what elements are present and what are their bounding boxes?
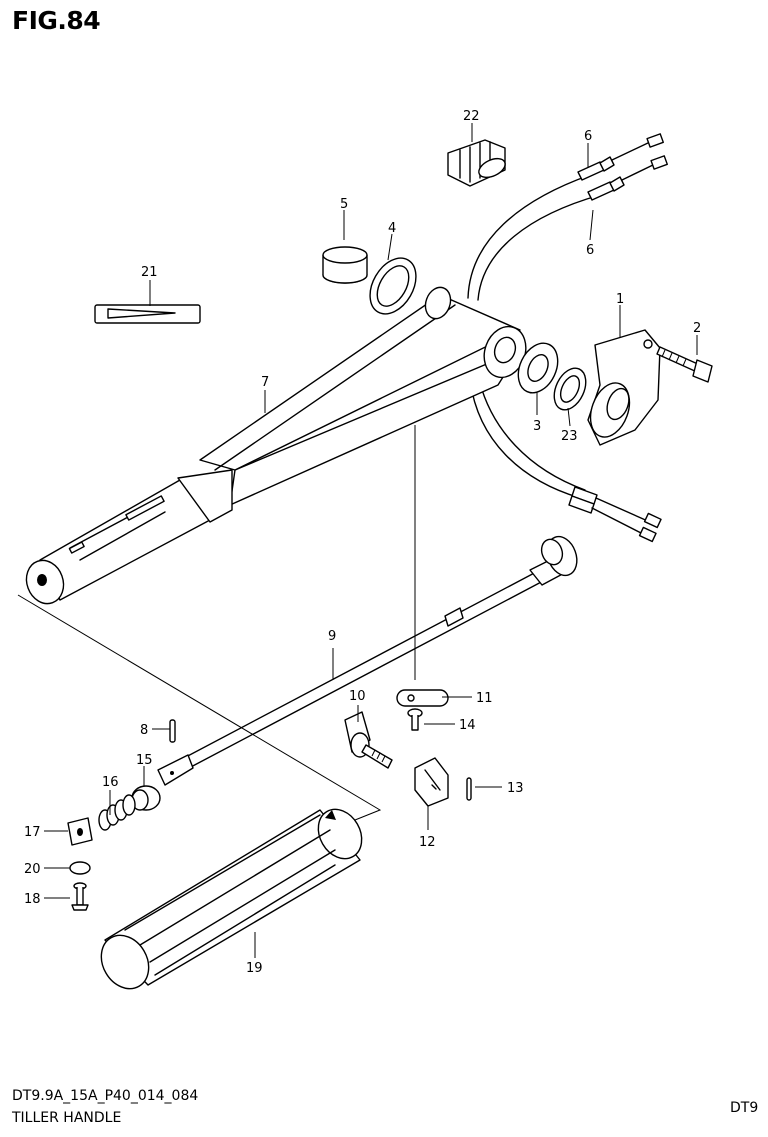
pin-part-13 [466,777,472,801]
callout-10: 10 [349,689,366,704]
callout-12: 12 [419,835,436,850]
callout-4: 4 [388,221,396,236]
callout-1: 1 [616,292,624,307]
callout-9: 9 [328,629,336,644]
callout-21: 21 [141,265,158,280]
model-code: DT9 [730,1100,759,1116]
callout-13: 13 [507,781,524,796]
callout-20: 20 [24,862,41,877]
callout-18: 18 [24,892,41,907]
washer-part-23 [553,367,587,411]
callout-19: 19 [246,961,263,976]
callout-3: 3 [533,419,541,434]
callout-leaders [44,123,698,958]
callout-15: 15 [136,753,153,768]
plate-part [396,689,449,707]
washer-part [369,257,417,315]
figure-title: FIG.84 [12,6,101,35]
callout-14: 14 [459,718,476,733]
callout-6-top: 6 [584,129,592,144]
screw-part-18 [71,882,89,911]
throttle-cable-pair [467,133,668,543]
tiller-handle-body [25,286,527,605]
callout-11: 11 [476,691,493,706]
bushing-part-3 [517,342,559,394]
throttle-grip-part [100,808,363,990]
callout-16: 16 [102,775,119,790]
stud-part [344,711,393,769]
callout-8: 8 [140,723,148,738]
spring-part [98,794,136,831]
nut-part [67,817,93,846]
pin-part [169,719,176,743]
callout-numbers: 22 6 6 5 4 21 1 2 3 23 7 9 11 10 14 8 15… [24,109,701,976]
callout-2: 2 [693,321,701,336]
screw-part-14 [407,708,423,731]
callout-6-bottom: 6 [586,243,594,258]
clamp-part [414,757,449,807]
grommet-part [447,139,506,187]
throttle-shaft-part [157,535,578,786]
callout-17: 17 [24,825,41,840]
nut-part-20 [69,861,91,875]
callout-7: 7 [261,375,269,390]
cover-part [587,329,661,446]
caution-label-part [94,304,201,324]
bolt-part [656,346,713,383]
callout-5: 5 [340,197,348,212]
collar-part [131,785,161,811]
bushing-part [322,246,368,284]
callout-22: 22 [463,109,480,124]
callout-23: 23 [561,429,578,444]
diagram-code: DT9.9A_15A_P40_014_084 [12,1088,199,1104]
diagram-name: TILLER HANDLE [12,1110,122,1126]
